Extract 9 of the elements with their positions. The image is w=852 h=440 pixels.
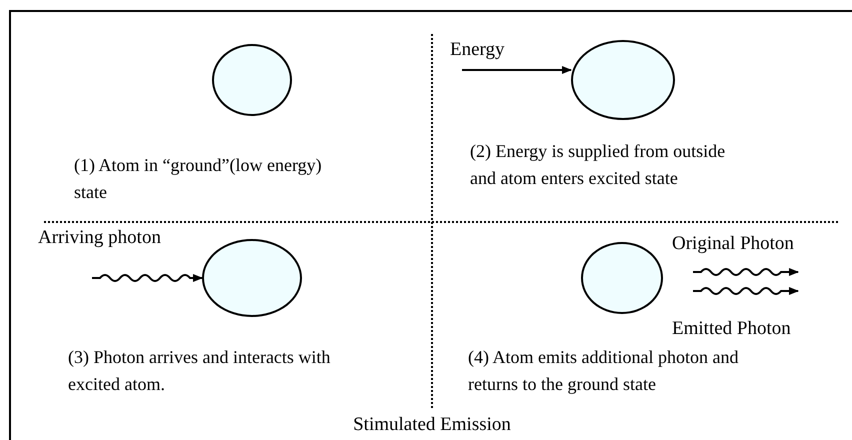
photon-arrow <box>92 274 203 282</box>
step-caption: (2) Energy is supplied from outside and atom enters excited state <box>470 140 726 190</box>
step-caption: (4) Atom emits additional photon and returns to the ground state <box>468 346 740 396</box>
energy-label: Energy <box>450 38 505 62</box>
step-caption: (1) Atom in “ground”(low energy) state <box>74 154 323 204</box>
step-caption: (3) Photon arrives and interacts with excited atom. <box>68 346 332 396</box>
photon-arrow <box>693 268 799 276</box>
arrow <box>462 66 572 74</box>
photon-arrow <box>693 287 799 295</box>
